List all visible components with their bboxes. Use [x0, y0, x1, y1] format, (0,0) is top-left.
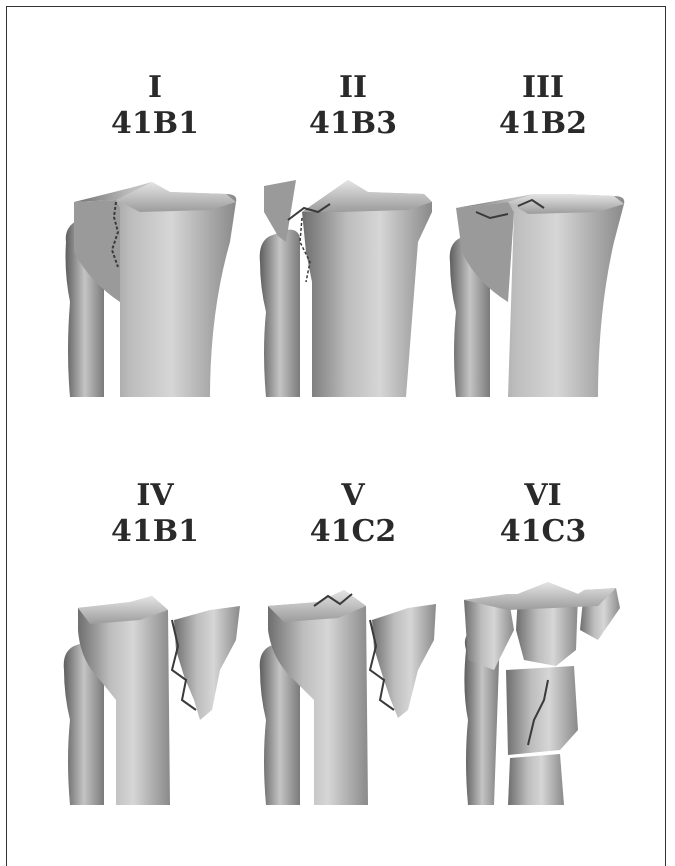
- panel-type-1: I 41B1: [60, 72, 250, 402]
- panel-ao-code: 41B1: [60, 108, 250, 140]
- panel-roman-label: I: [60, 72, 250, 104]
- panel-type-5: V 41C2: [258, 480, 448, 810]
- panel-type-6: VI 41C3: [448, 480, 638, 810]
- panel-roman-label: II: [258, 72, 448, 104]
- panel-ao-code: 41C2: [258, 516, 448, 548]
- tibia-fracture-illustration: [448, 172, 638, 397]
- tibia-fracture-illustration: [60, 172, 250, 397]
- panel-ao-code: 41B3: [258, 108, 448, 140]
- tibia-fracture-illustration: [60, 580, 250, 805]
- panel-type-4: IV 41B1: [60, 480, 250, 810]
- tibia-fracture-illustration: [448, 580, 638, 805]
- panel-ao-code: 41B2: [448, 108, 638, 140]
- panel-ao-code: 41C3: [448, 516, 638, 548]
- panel-roman-label: IV: [60, 480, 250, 512]
- panel-roman-label: VI: [448, 480, 638, 512]
- panel-roman-label: III: [448, 72, 638, 104]
- panel-type-2: II 41B3: [258, 72, 448, 402]
- panel-type-3: III 41B2: [448, 72, 638, 402]
- tibia-fracture-illustration: [258, 580, 448, 805]
- panel-ao-code: 41B1: [60, 516, 250, 548]
- panel-roman-label: V: [258, 480, 448, 512]
- tibia-fracture-illustration: [258, 172, 448, 397]
